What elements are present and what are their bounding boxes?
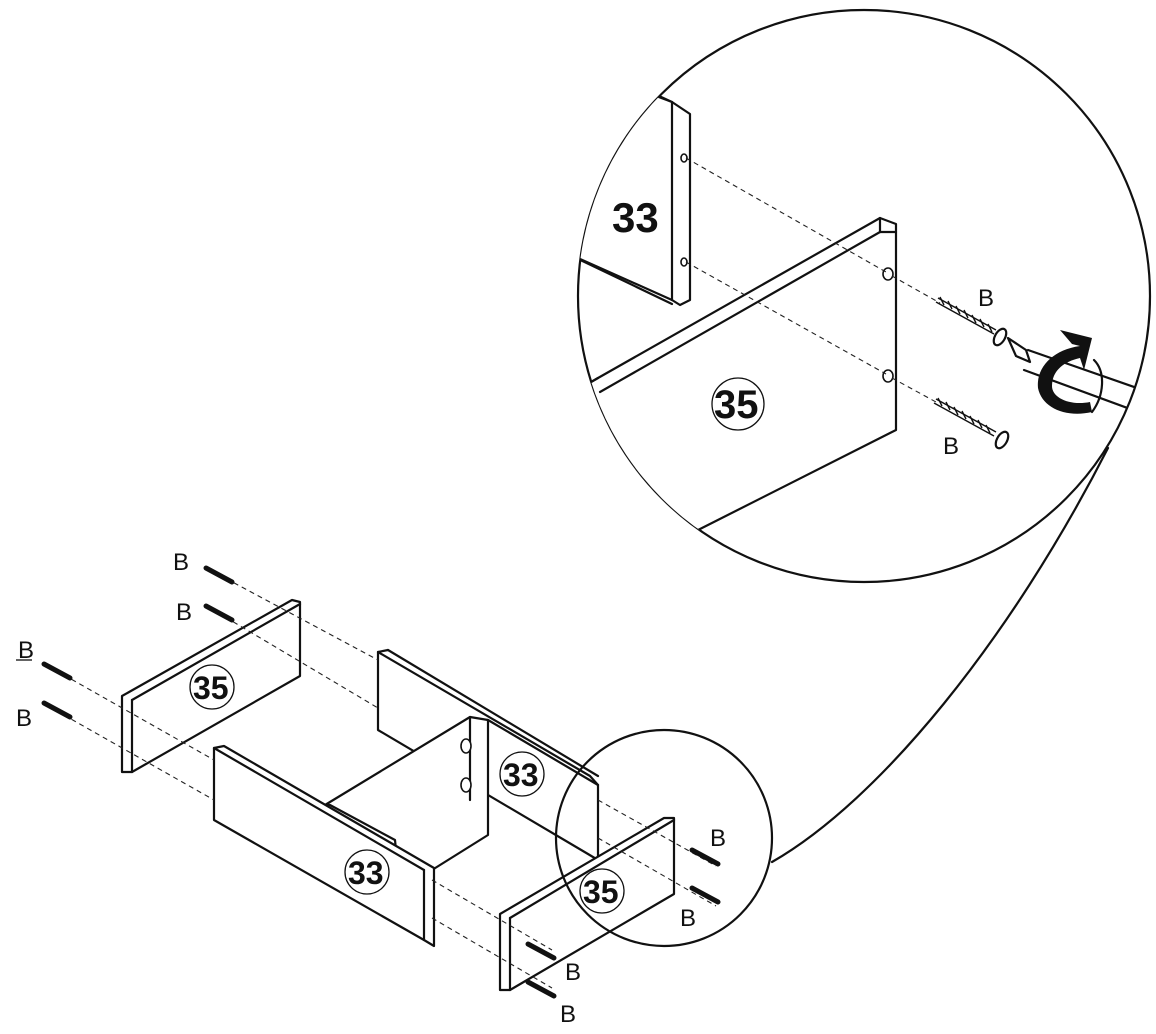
- screw-label-b: B: [680, 905, 696, 932]
- rotation-arrow-icon: [1037, 330, 1104, 414]
- zoom-label-35: 35: [714, 383, 759, 427]
- zoom-screw-label-b: B: [943, 433, 959, 460]
- screw-icon: [689, 847, 721, 867]
- part-number-35: 35: [579, 868, 625, 914]
- screw-label-b: B: [176, 599, 192, 626]
- center-divider: [323, 715, 490, 892]
- screw-icon: [203, 603, 235, 623]
- magnifier-circle-icon: [554, 728, 774, 948]
- part-number-33: 33: [499, 751, 545, 797]
- screw-icon: [41, 700, 73, 720]
- screw-icon: [41, 661, 73, 681]
- screw-icon: [525, 941, 557, 961]
- front-panel-33: [212, 744, 436, 948]
- screw-label-b: B: [560, 1001, 576, 1028]
- front-panel-label-33: 33: [348, 855, 384, 891]
- screw-label-b: B: [173, 549, 189, 576]
- part-number-33: 33: [344, 849, 390, 895]
- screw-label-b: B: [565, 959, 581, 986]
- zoom-screw-label-b: B: [978, 285, 994, 312]
- zoom-circle: [576, 8, 1152, 584]
- screw-icon: [689, 885, 721, 905]
- zoom-connector-line: [770, 446, 1110, 864]
- zoom-label-33: 33: [612, 194, 659, 241]
- left-panel-label-35: 35: [193, 670, 229, 706]
- screw-icon: [203, 565, 235, 585]
- exploded-assembly: 35 33 33 35 B B B B B B B B: [16, 549, 726, 1028]
- screw-label-b: B: [18, 637, 34, 664]
- zoom-detail: 33 35 B B: [576, 8, 1152, 584]
- right-side-panel-35: [498, 816, 676, 992]
- screw-icon: [935, 296, 1008, 347]
- screw-icon: [933, 397, 1010, 450]
- screw-label-b: B: [710, 825, 726, 852]
- right-panel-label-35: 35: [583, 874, 619, 910]
- screw-label-b: B: [16, 705, 32, 732]
- part-number-33: 33: [612, 194, 659, 241]
- left-side-panel-35: [120, 598, 302, 774]
- screw-icon: [525, 979, 557, 999]
- part-number-35: 35: [711, 377, 765, 431]
- part-number-35: 35: [189, 664, 235, 710]
- back-panel-label-33: 33: [503, 757, 539, 793]
